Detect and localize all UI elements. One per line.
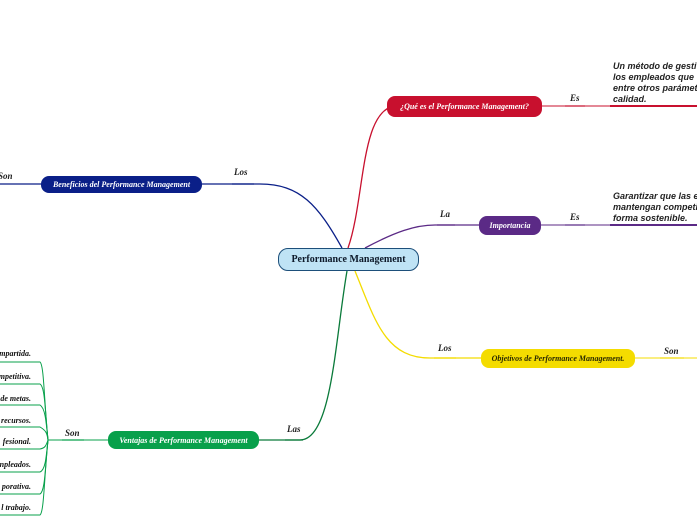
link-que	[347, 105, 396, 249]
link-ven	[259, 270, 348, 441]
ventajas-leaf[interactable]: npleados.	[0, 460, 31, 469]
topic-que-es[interactable]: ¿Qué es el Performance Management?	[387, 96, 542, 117]
connector-label-objetivos-los: Los	[438, 343, 452, 353]
ventajas-leaf-links	[0, 361, 49, 516]
connector-label-ventajas-son: Son	[65, 428, 80, 438]
topic-ventajas-label: Ventajas de Performance Management	[119, 435, 248, 445]
importancia-description[interactable]: Garantizar que las e mantengan competi f…	[613, 191, 697, 223]
topic-ventajas[interactable]: Ventajas de Performance Management	[108, 431, 259, 449]
connector-label-importancia-es: Es	[570, 212, 580, 222]
topic-objetivos[interactable]: Objetivos de Performance Management.	[481, 349, 635, 368]
topic-beneficios-label: Beneficios del Performance Management	[52, 180, 191, 189]
connector-label-ventajas-las: Las	[287, 424, 301, 434]
topic-importancia[interactable]: Importancia	[479, 216, 541, 235]
central-topic-label: Performance Management	[291, 254, 406, 265]
connector-label-que-es: Es	[570, 93, 580, 103]
ventajas-leaf[interactable]: mpetitiva.	[0, 372, 31, 381]
connector-label-la: La	[440, 209, 450, 219]
connector-label-beneficios-los: Los	[234, 167, 248, 177]
topic-beneficios[interactable]: Beneficios del Performance Management	[41, 176, 202, 193]
connector-label-objetivos-son: Son	[664, 346, 679, 356]
link-imp	[364, 224, 479, 249]
ventajas-leaf[interactable]: porativa.	[1, 482, 31, 491]
link-obj	[354, 270, 481, 359]
que-es-description[interactable]: Un método de gesti los empleados que ent…	[613, 61, 697, 104]
connector-label-beneficios-son: Son	[0, 171, 13, 181]
ventajas-leaf[interactable]: l trabajo.	[1, 503, 31, 512]
central-topic[interactable]: Performance Management	[278, 248, 419, 271]
topic-importancia-label: Importancia	[489, 221, 531, 230]
topic-que-es-label: ¿Qué es el Performance Management?	[400, 102, 529, 111]
topic-objetivos-label: Objetivos de Performance Management.	[491, 354, 625, 363]
ventajas-leaf[interactable]: fesional.	[2, 437, 31, 446]
ventajas-leaf[interactable]: recursos.	[0, 416, 31, 425]
link-ben	[202, 183, 343, 249]
ventajas-leaf[interactable]: mpartida.	[0, 349, 31, 358]
ventajas-leaf[interactable]: de metas.	[0, 394, 31, 403]
